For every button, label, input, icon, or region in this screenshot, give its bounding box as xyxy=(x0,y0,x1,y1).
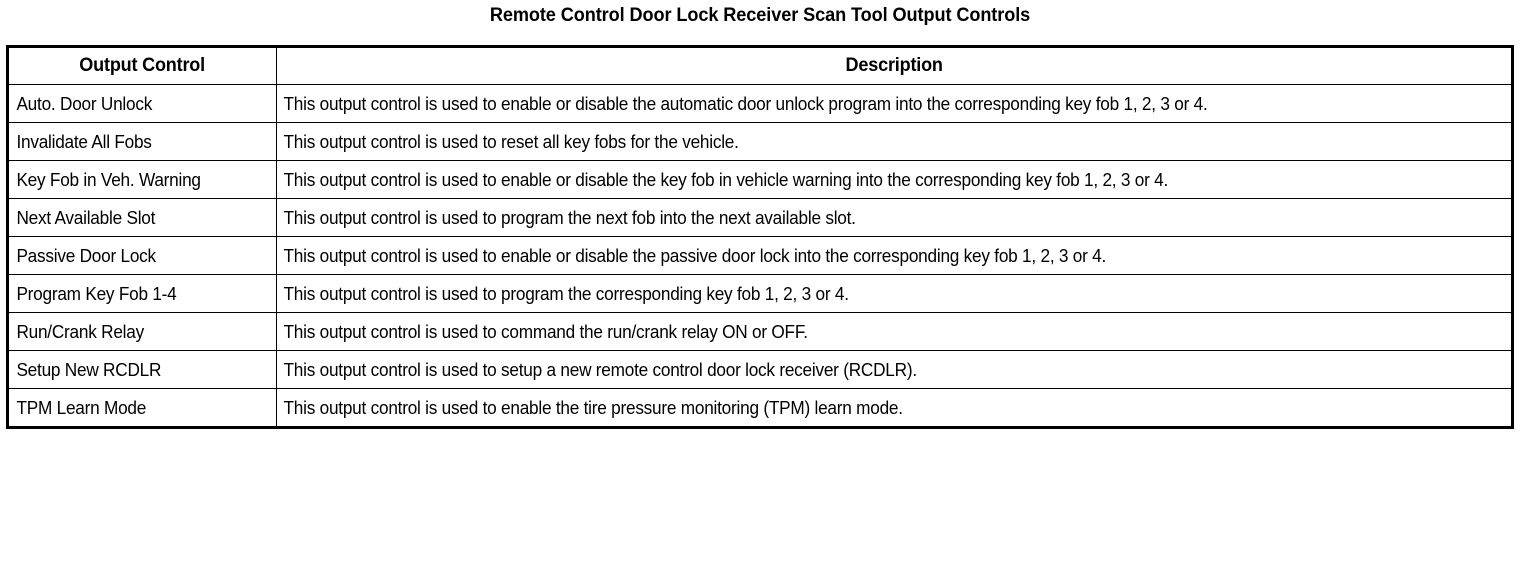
output-control-label: Setup New RCDLR xyxy=(16,359,162,380)
description-text: This output control is used to enable or… xyxy=(283,245,1107,266)
output-control-label: Key Fob in Veh. Warning xyxy=(16,169,201,190)
cell-description: This output control is used to enable or… xyxy=(276,236,1513,275)
table-row: Invalidate All Fobs This output control i… xyxy=(7,122,1513,161)
description-text: This output control is used to enable th… xyxy=(283,397,904,418)
table-row: Passive Door Lock This output control is … xyxy=(7,236,1513,275)
table-row: Setup New RCDLR This output control is us… xyxy=(7,350,1513,389)
table-row: Program Key Fob 1-4 This output control i… xyxy=(7,274,1513,313)
output-control-label: Program Key Fob 1-4 xyxy=(16,283,177,304)
cell-output-control: Program Key Fob 1-4 xyxy=(7,274,277,313)
description-text: This output control is used to program t… xyxy=(283,283,849,304)
output-control-label: Auto. Door Unlock xyxy=(16,93,153,114)
output-control-label: Passive Door Lock xyxy=(16,245,156,266)
description-text: This output control is used to setup a n… xyxy=(283,359,918,380)
description-text: This output control is used to enable or… xyxy=(283,93,1208,114)
table-row: Next Available Slot This output control i… xyxy=(7,198,1513,237)
output-controls-table: Output Control Description Auto. Door Un… xyxy=(6,45,1514,429)
column-header-output-control: Output Control xyxy=(7,46,277,85)
cell-description: This output control is used to program t… xyxy=(276,274,1513,313)
cell-description: This output control is used to enable th… xyxy=(276,388,1513,428)
description-text: This output control is used to command t… xyxy=(283,321,808,342)
output-control-label: Run/Crank Relay xyxy=(16,321,144,342)
table-row: TPM Learn Mode This output control is use… xyxy=(7,388,1513,428)
table-row: Auto. Door Unlock This output control is … xyxy=(7,84,1513,123)
page-title: Remote Control Door Lock Receiver Scan T… xyxy=(489,4,1031,26)
table-header: Output Control Description xyxy=(7,46,1513,85)
table-row: Key Fob in Veh. Warning This output contr… xyxy=(7,160,1513,199)
cell-description: This output control is used to reset all… xyxy=(276,122,1513,161)
cell-description: This output control is used to setup a n… xyxy=(276,350,1513,389)
cell-output-control: TPM Learn Mode xyxy=(7,388,277,428)
description-text: This output control is used to reset all… xyxy=(283,131,739,152)
description-text: This output control is used to enable or… xyxy=(283,169,1169,190)
cell-output-control: Key Fob in Veh. Warning xyxy=(7,160,277,199)
output-control-label: Next Available Slot xyxy=(16,207,156,228)
output-control-label: TPM Learn Mode xyxy=(16,397,147,418)
cell-output-control: Setup New RCDLR xyxy=(7,350,277,389)
table-header-row: Output Control Description xyxy=(7,46,1513,85)
cell-output-control: Invalidate All Fobs xyxy=(7,122,277,161)
description-text: This output control is used to program t… xyxy=(283,207,856,228)
column-header-description: Description xyxy=(276,46,1513,85)
column-header-output-control-label: Output Control xyxy=(79,55,206,76)
cell-output-control: Next Available Slot xyxy=(7,198,277,237)
cell-description: This output control is used to program t… xyxy=(276,198,1513,237)
table-container: Output Control Description Auto. Door Un… xyxy=(6,45,1514,429)
cell-description: This output control is used to command t… xyxy=(276,312,1513,351)
column-header-description-label: Description xyxy=(845,55,943,76)
cell-description: This output control is used to enable or… xyxy=(276,84,1513,123)
cell-description: This output control is used to enable or… xyxy=(276,160,1513,199)
table-row: Run/Crank Relay This output control is us… xyxy=(7,312,1513,351)
cell-output-control: Auto. Door Unlock xyxy=(7,84,277,123)
cell-output-control: Passive Door Lock xyxy=(7,236,277,275)
cell-output-control: Run/Crank Relay xyxy=(7,312,277,351)
output-control-label: Invalidate All Fobs xyxy=(16,131,152,152)
